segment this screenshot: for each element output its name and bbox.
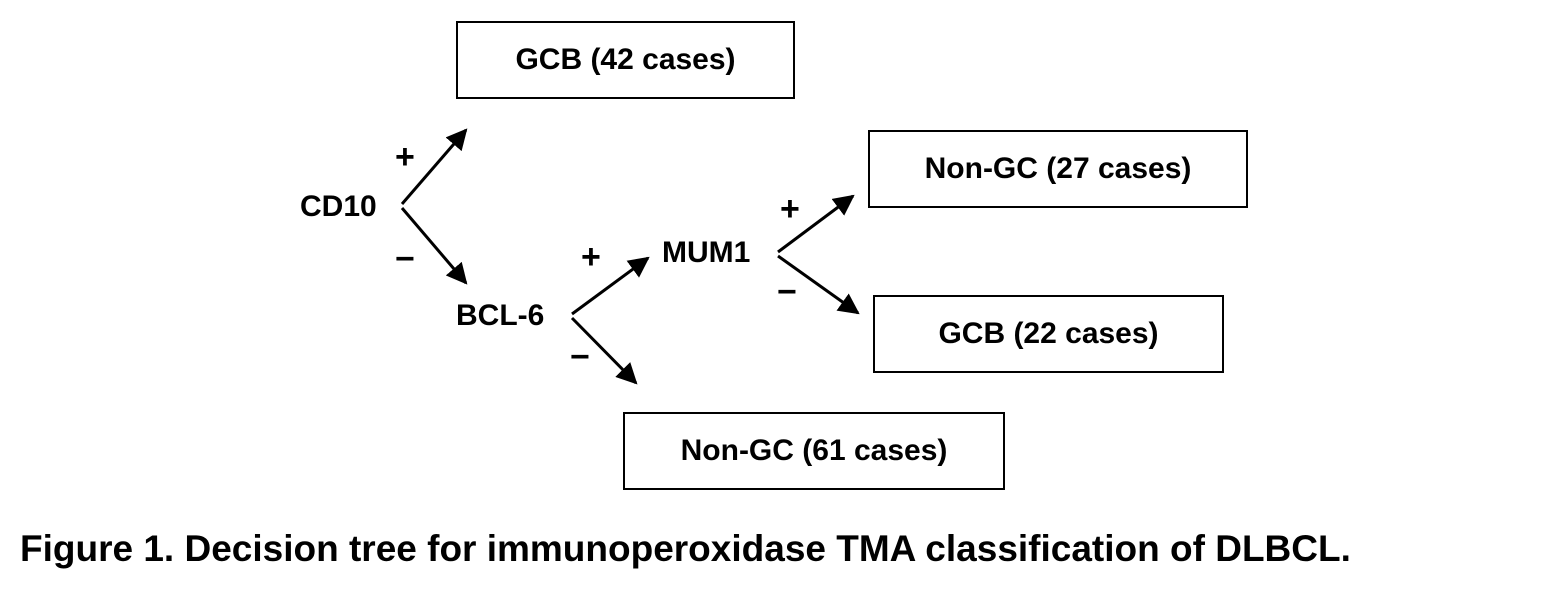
mum1-positive-sign: + [780,190,800,228]
outcome-box-gcb-22: GCB (22 cases) [873,295,1224,373]
outcome-label: GCB (22 cases) [938,317,1159,350]
outcome-label: Non-GC (27 cases) [924,152,1192,185]
marker-bcl6: BCL-6 [456,299,545,332]
marker-cd10: CD10 [300,190,377,223]
outcome-label: GCB (42 cases) [515,43,736,76]
bcl6-negative-arrow [570,316,638,385]
outcome-box-gcb-42: GCB (42 cases) [456,21,795,99]
mum1-positive-arrow [777,194,855,254]
outcome-box-nongc-61: Non-GC (61 cases) [623,412,1005,490]
outcome-label: Non-GC (61 cases) [680,434,948,467]
cd10-positive-sign: + [395,138,415,176]
bcl6-positive-arrow [571,256,650,316]
cd10-positive-arrow [400,128,468,205]
mum1-negative-arrow [777,254,860,315]
mum1-negative-sign: − [777,273,797,311]
outcome-box-nongc-27: Non-GC (27 cases) [868,130,1248,208]
cd10-negative-arrow [400,207,468,285]
bcl6-negative-sign: − [570,338,590,376]
cd10-negative-sign: − [395,240,415,278]
marker-mum1: MUM1 [662,236,751,269]
bcl6-positive-sign: + [581,238,601,276]
figure-caption: Figure 1. Decision tree for immunoperoxi… [20,528,1351,569]
